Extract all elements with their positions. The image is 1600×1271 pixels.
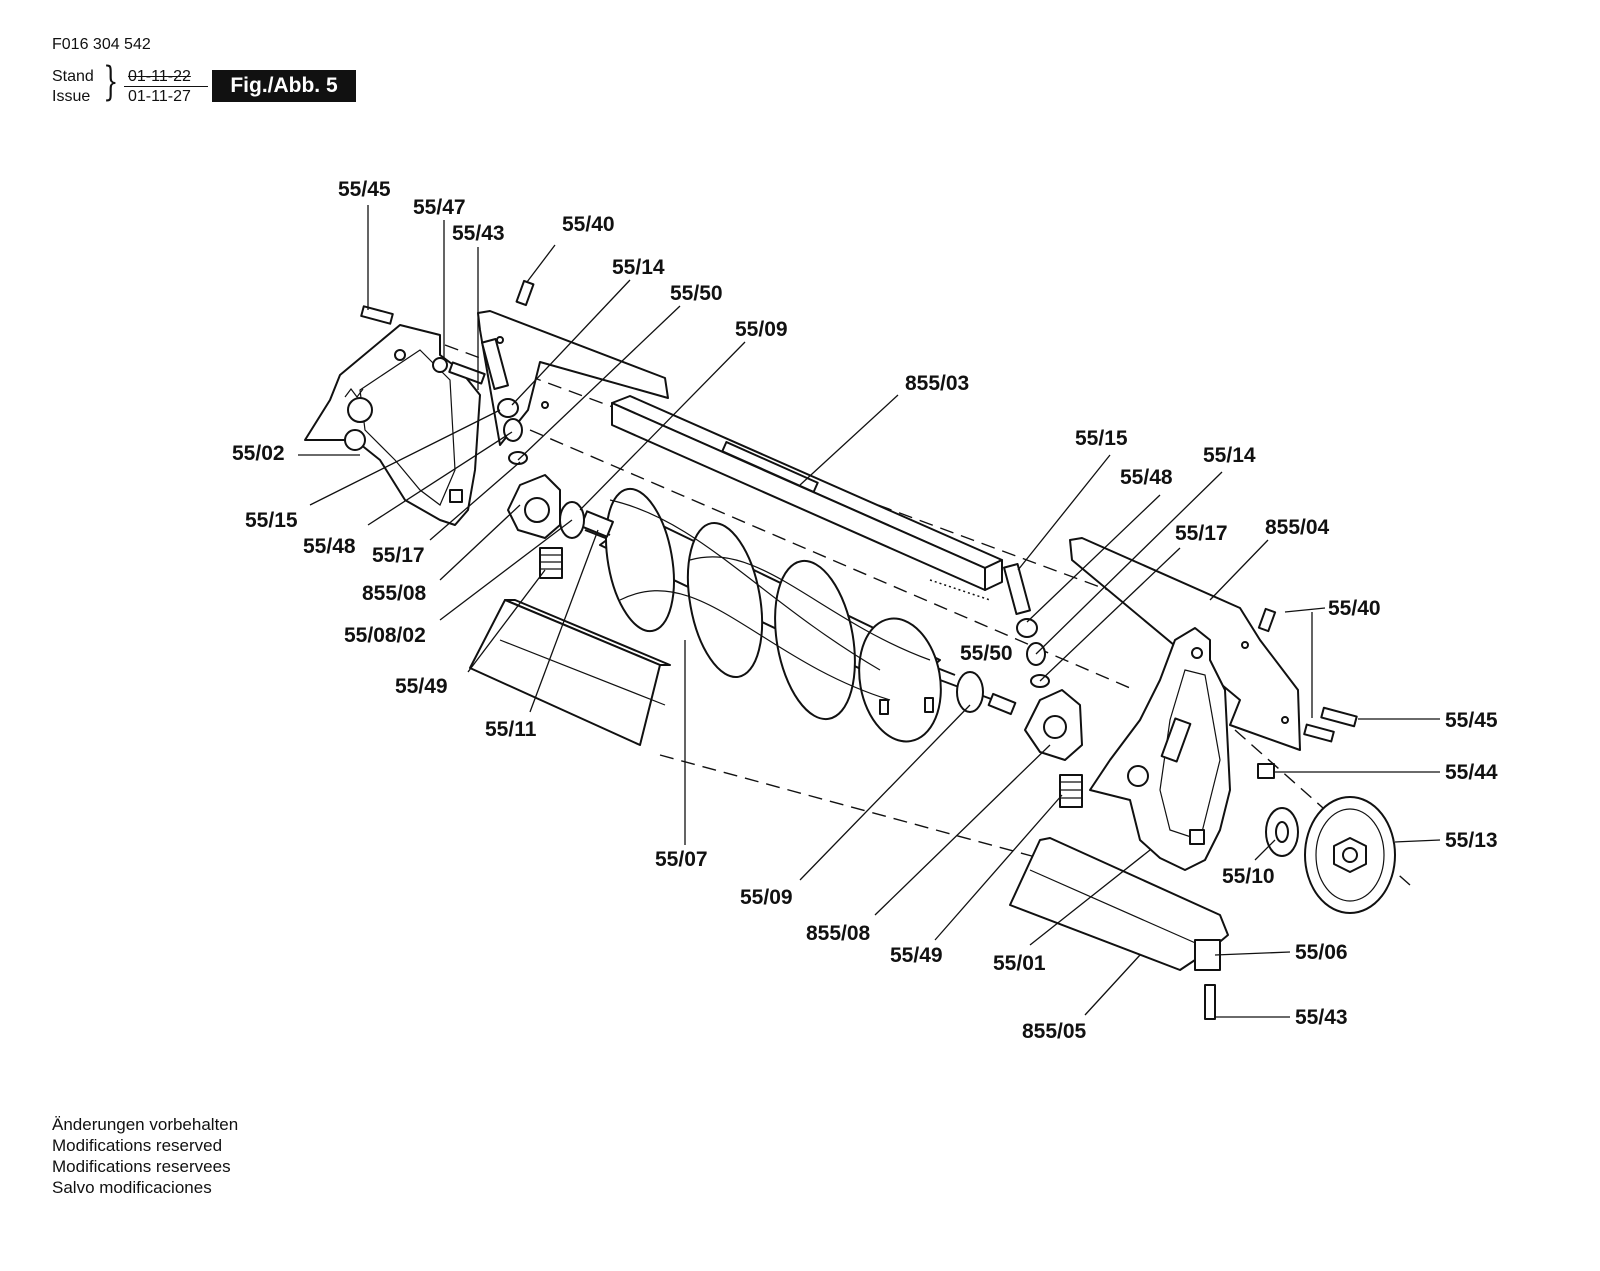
stand-label: Stand bbox=[52, 68, 94, 85]
reel-cylinder bbox=[584, 487, 956, 743]
notice-line-fr: Modifications reservees bbox=[52, 1157, 231, 1176]
callout-label: 55/09 bbox=[735, 318, 788, 341]
callout-label: 55/50 bbox=[960, 642, 1013, 665]
callout-label: 55/14 bbox=[612, 256, 665, 279]
callout-label: 55/17 bbox=[372, 544, 425, 567]
callout-leader-lines bbox=[298, 205, 1441, 1018]
adjuster-parts-right bbox=[1003, 563, 1050, 688]
callout-label: 55/10 bbox=[1222, 865, 1275, 888]
callout-label: 55/50 bbox=[670, 282, 723, 305]
callout-label: 55/15 bbox=[1075, 427, 1128, 450]
callout-label: 55/08/02 bbox=[344, 624, 426, 647]
callout-labels: 55/45 55/47 55/43 55/40 55/14 55/50 55/0… bbox=[232, 178, 1498, 1043]
callout-label: 55/48 bbox=[1120, 466, 1173, 489]
date-divider bbox=[124, 86, 208, 87]
callout-label: 55/40 bbox=[1328, 597, 1381, 620]
callout-label: 55/43 bbox=[452, 222, 505, 245]
callout-label: 855/05 bbox=[1022, 1020, 1087, 1043]
adjuster-parts-left bbox=[481, 338, 528, 465]
callout-label: 55/49 bbox=[890, 944, 943, 967]
bearing-right bbox=[956, 671, 984, 713]
issue-label: Issue bbox=[52, 88, 91, 105]
callout-label: 55/49 bbox=[395, 675, 448, 698]
callout-label: 55/44 bbox=[1445, 761, 1498, 784]
left-bracket-plate bbox=[477, 310, 669, 446]
callout-label: 855/08 bbox=[362, 582, 427, 605]
callout-label: 55/15 bbox=[245, 509, 298, 532]
upper-bar-part bbox=[611, 395, 1003, 591]
right-side-plate bbox=[1089, 627, 1231, 871]
callout-label: 55/48 bbox=[303, 535, 356, 558]
screws bbox=[360, 279, 1358, 1020]
lower-knife-bar-right bbox=[1009, 837, 1229, 971]
callout-label: 55/17 bbox=[1175, 522, 1228, 545]
callout-label: 855/04 bbox=[1265, 516, 1330, 539]
notice-line-de: Änderungen vorbehalten bbox=[52, 1115, 239, 1134]
callout-label: 55/40 bbox=[562, 213, 615, 236]
callout-label: 55/43 bbox=[1295, 1006, 1348, 1029]
callout-label: 55/07 bbox=[655, 848, 708, 871]
callout-label: 55/11 bbox=[485, 718, 537, 741]
callout-label: 55/13 bbox=[1445, 829, 1498, 852]
modifications-notice: Änderungen vorbehalten Modifications res… bbox=[52, 1114, 238, 1198]
callout-label: 55/47 bbox=[413, 196, 466, 219]
notice-line-en: Modifications reserved bbox=[52, 1136, 223, 1155]
bearing-housing-left bbox=[507, 474, 561, 539]
figure-badge: Fig./Abb. 5 bbox=[212, 70, 356, 102]
callout-label: 55/02 bbox=[232, 442, 285, 465]
callout-label: 55/45 bbox=[338, 178, 391, 201]
document-number: F016 304 542 bbox=[52, 36, 151, 53]
callout-label: 55/01 bbox=[993, 952, 1046, 975]
wheel bbox=[1304, 796, 1396, 914]
callout-label: 855/03 bbox=[905, 372, 969, 395]
stand-date-struck: 01-11-22 bbox=[128, 68, 191, 85]
callout-label: 55/06 bbox=[1295, 941, 1348, 964]
issue-date: 01-11-27 bbox=[128, 88, 191, 105]
shaft-extension-lines bbox=[929, 579, 991, 601]
wheel-bearing bbox=[1265, 807, 1299, 857]
bearing-housing-right bbox=[1024, 689, 1083, 761]
spring-right bbox=[1059, 774, 1083, 808]
callout-label: 55/45 bbox=[1445, 709, 1498, 732]
spring-left bbox=[539, 547, 563, 579]
brace-symbol: } bbox=[103, 59, 119, 105]
notice-line-es: Salvo modificaciones bbox=[52, 1178, 212, 1197]
lower-knife-bar-left bbox=[469, 599, 671, 746]
callout-label: 55/14 bbox=[1203, 444, 1256, 467]
callout-label: 855/08 bbox=[806, 922, 871, 945]
callout-label: 55/09 bbox=[740, 886, 793, 909]
left-side-plate bbox=[304, 324, 481, 526]
